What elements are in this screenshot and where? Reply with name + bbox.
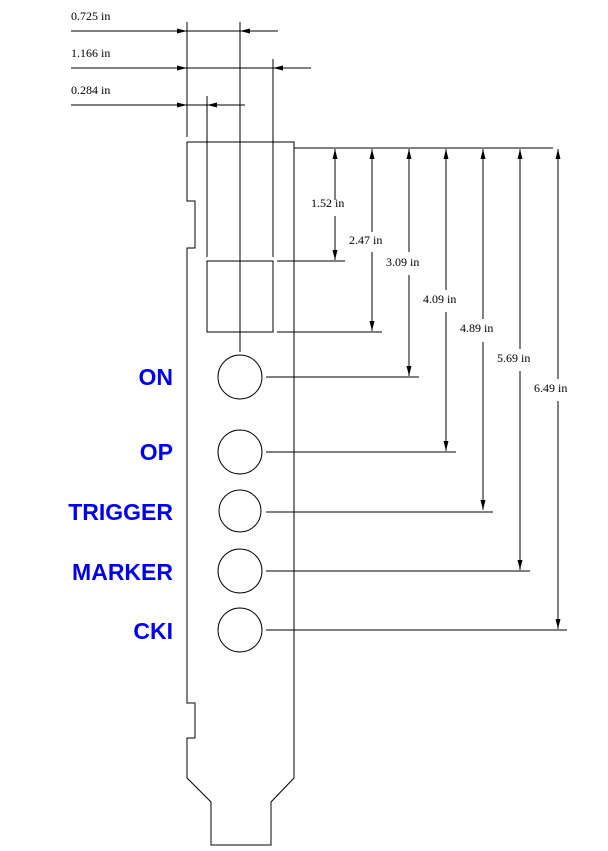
connector-on-circle [217, 354, 263, 400]
dimension-label: 1.166 in [71, 46, 110, 60]
connector-trigger-circle [218, 489, 262, 533]
dimension-label: 2.47 in [349, 233, 382, 247]
dimension-label: 0.284 in [71, 83, 110, 97]
dimension-label: 3.09 in [386, 255, 419, 269]
connector-label-marker: MARKER [72, 559, 173, 585]
dimension-label: 0.725 in [71, 9, 110, 23]
slot-rectangle [206, 260, 274, 333]
dimension-label: 1.52 in [311, 196, 344, 210]
dimension-depth-649: 6.49 in [266, 149, 567, 631]
dimension-depth-152: 1.52 in [311, 149, 344, 260]
dimension-label: 4.89 in [460, 321, 493, 335]
connector-op-circle [217, 429, 263, 475]
dimension-label: 5.69 in [497, 351, 530, 365]
dimension-depth-569: 5.69 in [266, 149, 530, 572]
dimension-width-0725: 0.725 in [71, 9, 278, 34]
connector-label-trigger: TRIGGER [68, 499, 173, 525]
dimension-width-1166: 1.166 in [71, 46, 311, 71]
dimension-label: 6.49 in [534, 381, 567, 395]
connector-marker-circle [217, 548, 263, 594]
connector-label-cki: CKI [133, 618, 173, 644]
dimension-depth-489: 4.89 in [266, 149, 493, 513]
bracket-outline [186, 141, 295, 846]
dimension-depth-409: 4.09 in [266, 149, 456, 453]
connector-label-on: ON [139, 364, 174, 390]
dimension-depth-247: 2.47 in [349, 149, 382, 331]
dimension-width-0284: 0.284 in [71, 83, 245, 108]
dimension-depth-309: 3.09 in [266, 149, 419, 378]
connector-label-op: OP [140, 439, 173, 465]
dimension-label: 4.09 in [423, 292, 456, 306]
connector-cki-circle [217, 607, 263, 653]
